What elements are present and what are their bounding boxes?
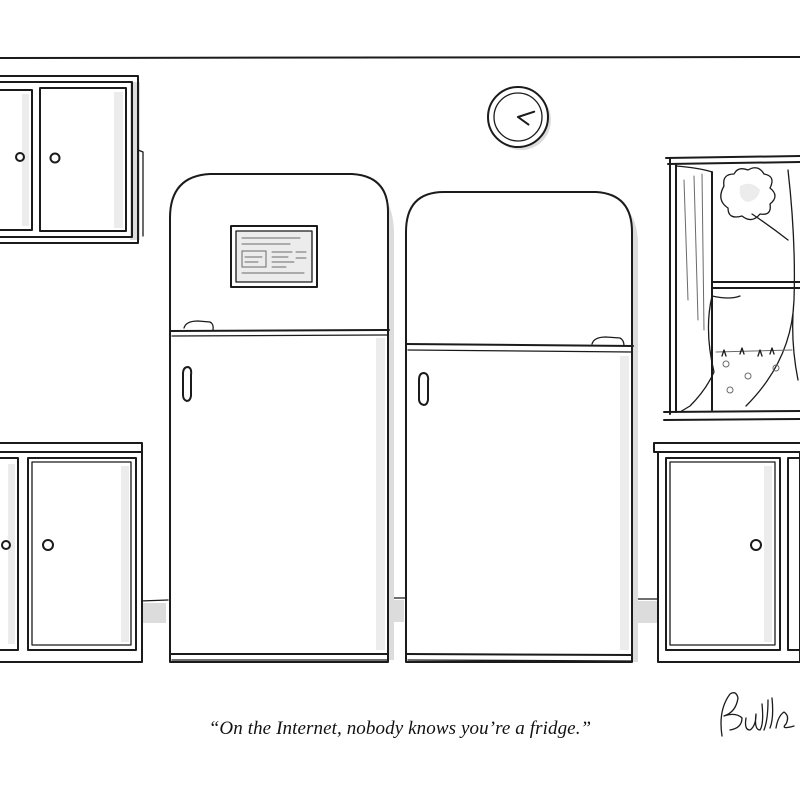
clock-minute-hand — [517, 110, 536, 118]
cabinet-knob — [42, 539, 54, 551]
clock-hour-hand — [517, 116, 530, 126]
cabinet-knob — [1, 540, 11, 550]
base-cabinet-right — [653, 442, 800, 663]
cabinet-knob — [750, 539, 762, 551]
base-cabinet-left — [0, 442, 143, 663]
tree — [745, 169, 799, 407]
kitchen-window — [663, 155, 800, 421]
fridge-display — [230, 225, 318, 288]
cartoon-caption: “On the Internet, nobody knows you’re a … — [208, 718, 592, 739]
wall-cabinet — [0, 75, 144, 244]
fridge-handle — [182, 366, 193, 402]
cabinet-knob — [15, 152, 25, 162]
ceiling-line — [0, 56, 800, 59]
smart-fridge — [169, 173, 394, 663]
artist-signature — [720, 692, 795, 737]
wall-clock — [487, 86, 551, 150]
plain-fridge — [405, 191, 638, 663]
fridge-handle — [418, 372, 430, 406]
cabinet-knob — [49, 152, 61, 164]
